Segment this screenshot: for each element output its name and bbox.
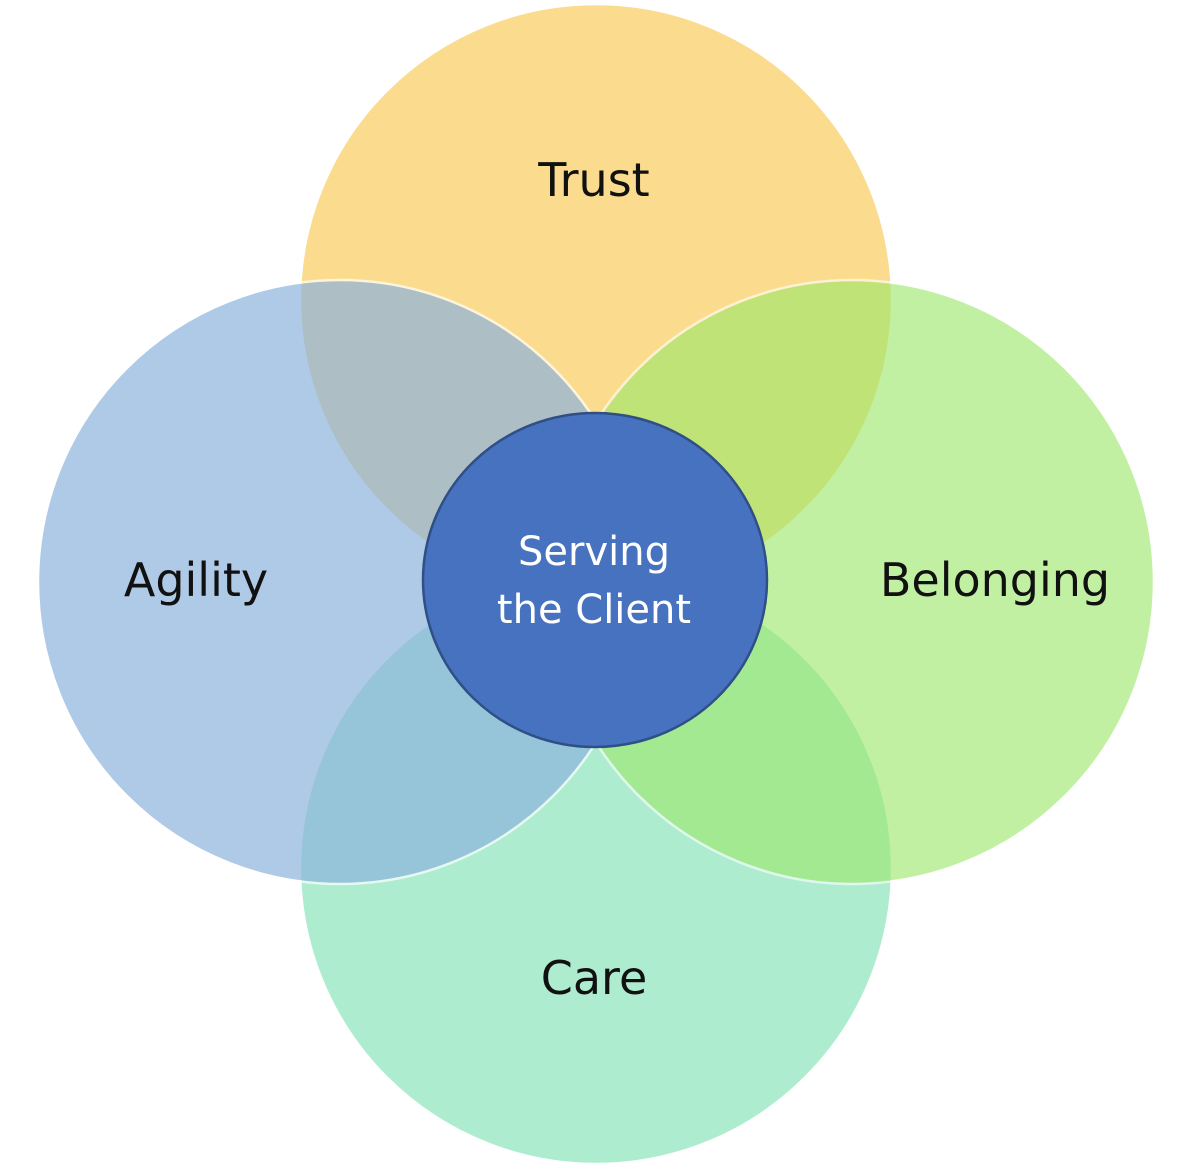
center-label-line1: Serving bbox=[518, 529, 670, 575]
center-circle bbox=[421, 411, 769, 749]
care-label: Care bbox=[541, 951, 648, 1005]
agility-label: Agility bbox=[124, 553, 268, 607]
belonging-label: Belonging bbox=[880, 553, 1110, 607]
center-label-line2: the Client bbox=[497, 587, 691, 633]
trust-label: Trust bbox=[537, 153, 649, 207]
